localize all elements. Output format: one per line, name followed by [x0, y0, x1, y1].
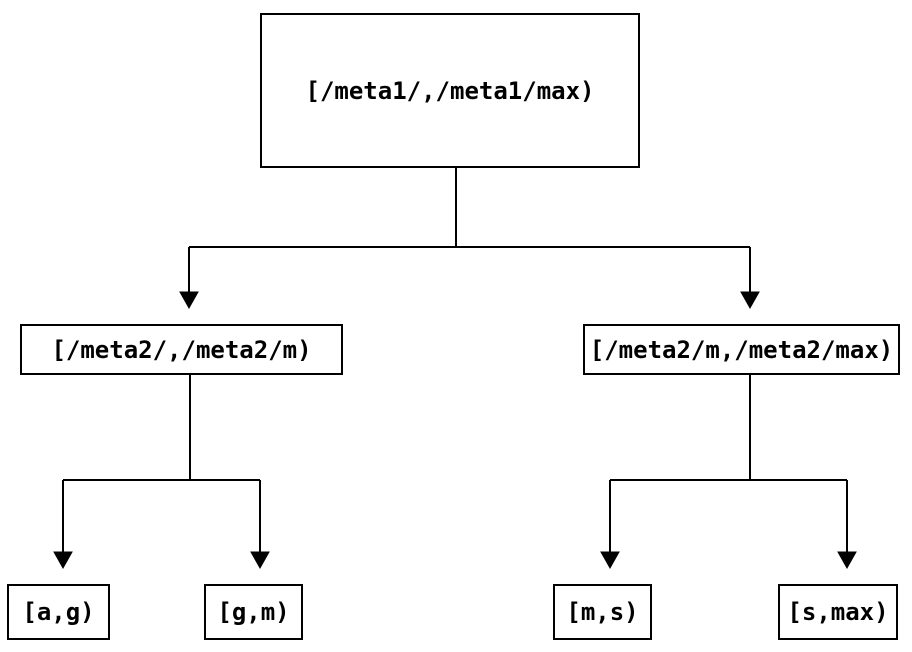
arrowhead-down-icon: [837, 551, 857, 570]
edge-right-to-children: [600, 375, 857, 570]
node-root-interval: [/meta1/,/meta1/max): [260, 13, 640, 168]
node-label: [/meta2/m,/meta2/max): [589, 335, 894, 364]
node-label: [g,m): [217, 598, 290, 626]
node-right-interval: [/meta2/m,/meta2/max): [583, 324, 900, 375]
edge-left-to-children: [53, 375, 270, 570]
node-label: [s,max): [787, 598, 889, 626]
edge-root-to-children: [179, 168, 760, 310]
node-leaf-m-s: [m,s): [553, 584, 652, 640]
arrowhead-down-icon: [600, 551, 620, 570]
node-left-interval: [/meta2/,/meta2/m): [20, 324, 343, 375]
node-label: [a,g): [22, 598, 95, 626]
connector-line: [609, 375, 848, 552]
node-label: [/meta1/,/meta1/max): [305, 76, 595, 105]
arrowhead-down-icon: [179, 291, 199, 310]
arrowhead-down-icon: [53, 551, 73, 570]
arrowhead-down-icon: [250, 551, 270, 570]
node-label: [/meta2/,/meta2/m): [51, 335, 312, 364]
node-leaf-g-m: [g,m): [204, 584, 303, 640]
node-leaf-a-g: [a,g): [7, 584, 110, 640]
node-leaf-s-max: [s,max): [778, 584, 898, 640]
connector-line: [188, 168, 751, 292]
node-label: [m,s): [566, 598, 639, 626]
connector-line: [62, 375, 261, 552]
arrowhead-down-icon: [740, 291, 760, 310]
